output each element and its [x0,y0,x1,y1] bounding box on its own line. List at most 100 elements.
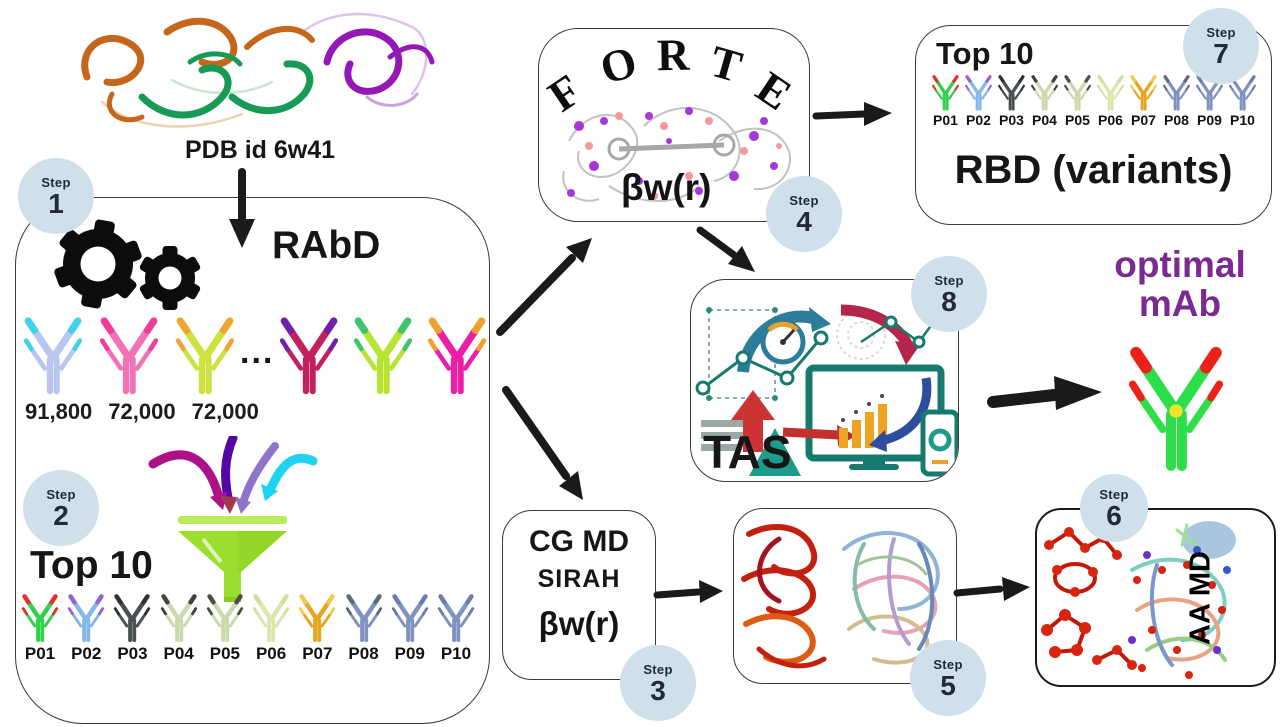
antibody-icon [23,317,83,395]
cgmd-line2: SIRAH [537,565,621,593]
forte-complex-illustration [562,107,791,202]
candidate-cell: P02 [64,590,108,664]
antibody-icon [428,317,487,395]
antibody-icon [206,594,244,643]
candidate-label: P01 [24,644,56,663]
forte-formula: βw(r) [621,167,712,208]
antibody-icon [280,317,339,395]
forte-box: F O R T E βw(r) [538,28,810,222]
candidate-cell: P02 [963,72,994,128]
top10-label-left: Top 10 [30,544,153,587]
candidate-cell: P01 [930,72,961,128]
candidate-cell: P05 [1062,72,1093,128]
antibody-icon [99,317,159,395]
antibody-icon [354,317,413,395]
antibody-icon [252,594,290,643]
candidate-cell: P09 [388,590,432,664]
antibody-icon [1163,75,1190,111]
candidate-label: P06 [1098,112,1123,128]
antibody-icon [345,594,382,643]
antibody-icon [437,594,475,643]
ellipsis: ... [240,332,275,371]
candidate-cell: P01 [18,590,62,664]
arrow-rabd-to-cgmd [502,386,583,500]
candidate-label: P10 [1230,112,1255,128]
antibody-icon [114,594,151,643]
antibody-icon [1128,346,1224,471]
optimal-line2: mAb [1138,282,1222,324]
candidate-cell: P07 [1128,72,1159,128]
candidate-label: P05 [209,644,240,663]
pdb-label: PDB id 6w41 [184,136,336,164]
gears-icon [54,219,201,310]
antibody-icon [68,594,105,643]
cg-structures-illustration [741,523,940,669]
design-counts: 91,800 72,000 72,000 [25,399,259,425]
aamd-box: AA MD [1035,508,1276,687]
arrow-forte-to-rbd [812,102,892,126]
candidate-cell: P08 [1161,72,1192,128]
analytics-clipart [695,304,958,477]
optimal-line1: optimal [1114,244,1246,285]
funnel-icon [148,436,318,602]
candidate-label: P08 [1164,112,1189,128]
antibody-icon [175,317,235,395]
rabd-title: RAbD [272,224,381,267]
candidate-label: P02 [71,644,102,663]
arrow-forte-to-tas [696,226,755,272]
antibody-icon [998,75,1025,111]
candidate-label: P03 [999,112,1024,128]
antibody-icon [391,594,428,643]
candidate-label: P07 [302,644,333,663]
antibody-icon [1097,75,1124,111]
count-2: 72,000 [108,399,176,424]
antibody-icon [1130,75,1157,111]
candidate-cell: P08 [342,590,386,664]
candidate-label: P01 [933,112,958,128]
candidate-label: P07 [1131,112,1156,128]
cgmd-box: CG MD SIRAH βw(r) [502,510,656,680]
aamd-label: AA MD [1184,550,1217,645]
candidate-label: P08 [348,644,379,663]
cgmd-line1: CG MD [529,525,629,558]
candidate-label: P04 [1032,112,1057,128]
candidate-row-right: P01 P02 P03 [930,72,1258,128]
optimal-mab-label: optimal mAb [1080,244,1280,324]
candidate-cell: P03 [996,72,1027,128]
candidate-cell: P04 [1029,72,1060,128]
candidate-label: P09 [1197,112,1222,128]
candidate-cell: P05 [203,590,247,664]
cgmd-formula: βw(r) [538,605,620,642]
count-3: 72,000 [191,399,259,424]
arrow-cgmd-to-structures [653,580,723,603]
arrow-tas-to-optimal [987,376,1102,410]
candidate-cell [172,310,238,398]
candidate-label: P04 [163,644,194,663]
cg-structures-box [733,508,957,684]
antibody-icon [932,75,959,111]
antibody-icon [299,594,336,643]
candidate-label: P02 [966,112,991,128]
antibody-icon [160,594,197,643]
arrow-rabd-to-forte [496,238,592,336]
arrow-structures-to-aamd [953,577,1030,601]
candidate-row-left: P01 P02 P03 [18,590,478,664]
candidate-cell [276,310,342,398]
tas-title: TAS [703,426,792,478]
candidate-cell: P03 [110,590,154,664]
candidate-label: P10 [440,644,472,663]
candidate-cell [96,310,162,398]
antibody-icon [1031,75,1058,111]
protein-ribbon-6w41 [81,12,435,128]
candidate-cell [424,310,490,398]
tas-box: TAS [690,279,959,482]
count-1: 91,800 [25,399,93,424]
candidate-cell: P06 [1095,72,1126,128]
